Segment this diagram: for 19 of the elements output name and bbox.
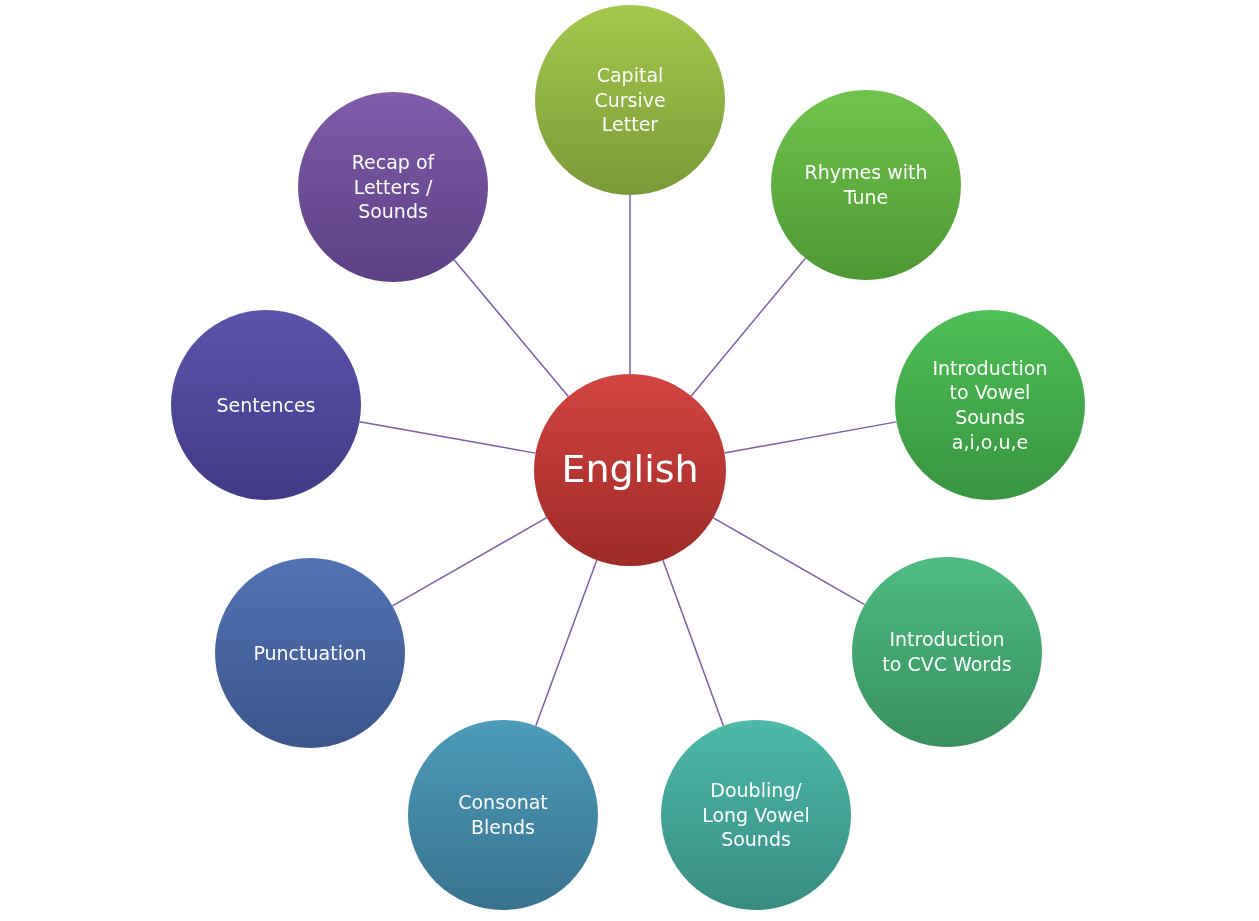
topic-label: Sentences: [215, 392, 317, 418]
topic-label: Rhymes with Tune: [803, 160, 929, 210]
topic-label: Consonat Blends: [457, 790, 549, 840]
connector-line: [453, 259, 570, 398]
topic-label: Capital Cursive Letter: [593, 62, 667, 138]
topic-label: Introduction to CVC Words: [881, 627, 1013, 677]
connector-line: [535, 559, 598, 727]
connector-line: [391, 516, 548, 607]
connector-line: [358, 420, 537, 454]
topic-label: Recap of Letters / Sounds: [350, 149, 436, 225]
topic-label: Introduction to Vowel Sounds a,i,o,u,e: [931, 355, 1049, 455]
topic-label: Doubling/ Long Vowel Sounds: [701, 777, 811, 853]
connector-line: [690, 257, 807, 397]
connector-line: [712, 517, 866, 606]
connector-line: [662, 559, 725, 727]
central-topic-label: English: [560, 446, 700, 494]
connector-line: [629, 194, 631, 375]
connector-line: [723, 421, 898, 454]
topic-label: Punctuation: [252, 640, 368, 666]
